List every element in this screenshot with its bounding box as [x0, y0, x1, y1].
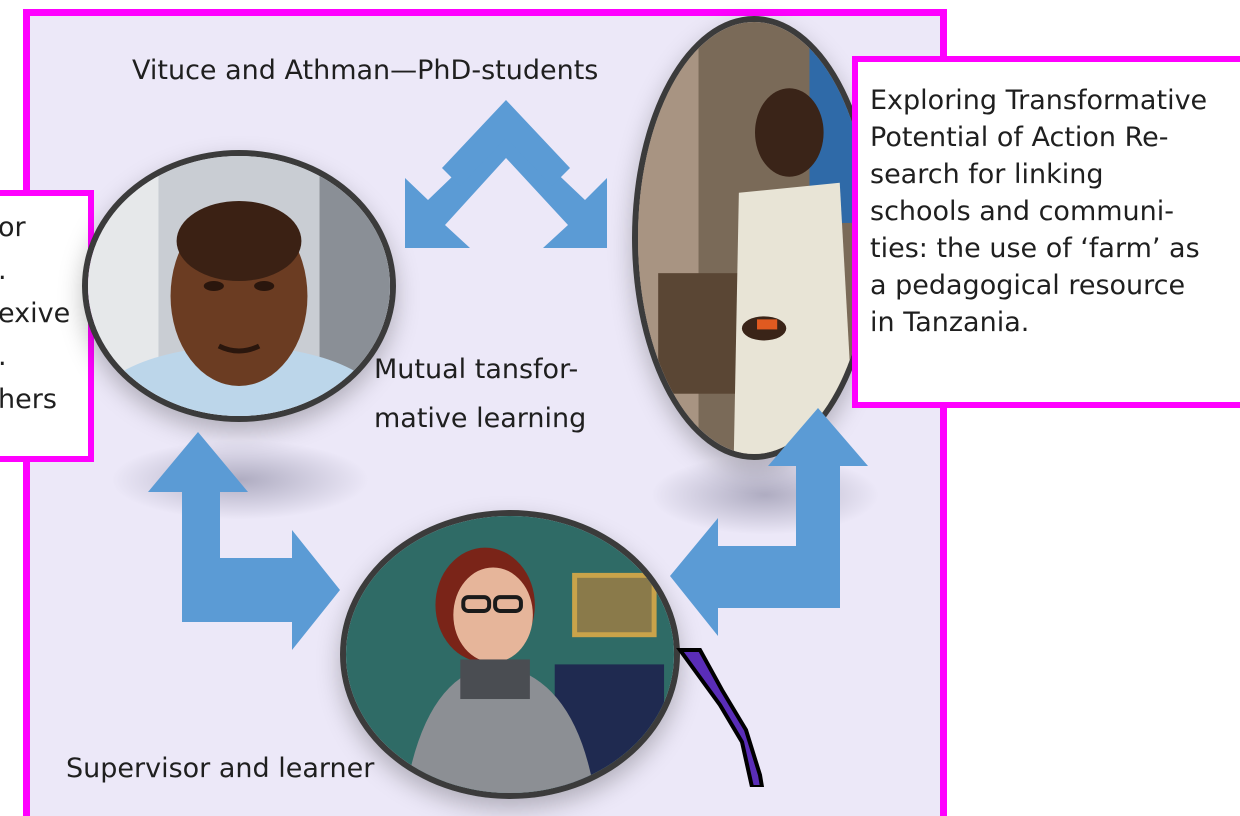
supervisor-label: Supervisor and learner	[66, 753, 375, 784]
mutual-learning-label: Mutual tansfor- mative learning	[374, 354, 587, 434]
standing-man-image	[638, 22, 870, 454]
photo-shadow-left	[110, 440, 370, 520]
supervisor-photo	[340, 510, 680, 799]
research-title-text: Exploring Transformative Potential of Ac…	[870, 85, 1208, 338]
research-title-box: Exploring Transformative Potential of Ac…	[852, 56, 1240, 408]
diagram-canvas: Vituce and Athman—PhD-students or . exiv…	[0, 9, 1240, 816]
phd-student-photo-right	[632, 16, 876, 460]
phd-students-label: Vituce and Athman—PhD-students	[132, 55, 599, 86]
portrait-left-image	[88, 156, 390, 416]
supervisor-image	[346, 516, 674, 793]
left-box-text: or . exive . hers	[0, 212, 71, 415]
phd-student-photo-left	[82, 150, 396, 422]
photo-shadow-right	[650, 455, 880, 535]
left-text-box: or . exive . hers	[0, 190, 94, 462]
